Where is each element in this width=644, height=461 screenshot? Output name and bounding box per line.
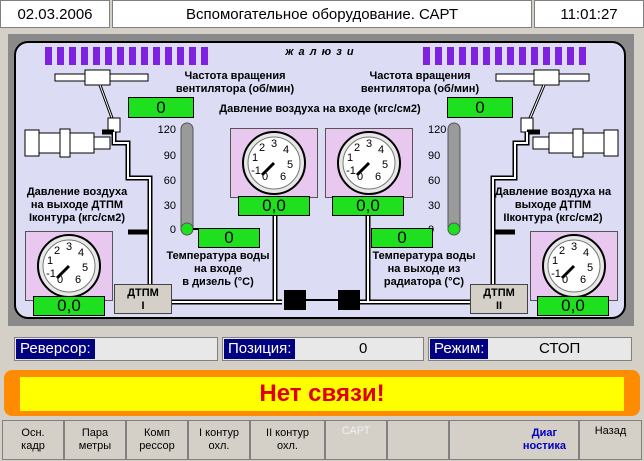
reverser-field: Реверсор: bbox=[14, 337, 218, 361]
gauge-tick: 6 bbox=[375, 171, 381, 183]
water-out-value: 0 bbox=[371, 228, 433, 248]
parameters-button[interactable]: Пара метры bbox=[64, 420, 126, 460]
needle-icon bbox=[560, 264, 576, 280]
thermo-tick: 60 bbox=[428, 175, 440, 187]
thermometer-left-icon bbox=[180, 122, 200, 236]
gauge-tick: 3 bbox=[366, 138, 372, 150]
gauge-tick: 6 bbox=[280, 171, 286, 183]
gauge-tick: 3 bbox=[271, 138, 277, 150]
air-out-label-right: Давление воздуха на выходе ДТПМ IIконтур… bbox=[494, 186, 612, 224]
main-frame-button[interactable]: Осн. кадр bbox=[2, 420, 64, 460]
dtpm-right-label: ДТПМ II bbox=[470, 284, 528, 314]
thermo-tick: 90 bbox=[428, 150, 440, 162]
air-out-label-left: Давление воздуха на выходе ДТПМ Iконтура… bbox=[26, 186, 128, 224]
gauge-tick: 4 bbox=[78, 247, 84, 259]
blower-right-icon bbox=[532, 128, 619, 158]
blinds-right-icon bbox=[423, 47, 586, 65]
compressor-button[interactable]: Комп рессор bbox=[126, 420, 188, 460]
cooling-circuit-1-button[interactable]: I контур охл. bbox=[188, 420, 250, 460]
thermo-tick: 120 bbox=[428, 124, 446, 136]
pump-right-icon bbox=[338, 290, 360, 310]
blower-left-icon bbox=[24, 128, 111, 158]
needle-icon bbox=[55, 264, 71, 280]
fan-left-icon bbox=[54, 69, 149, 119]
time-field: 11:01:27 bbox=[534, 0, 644, 28]
gauge-tick: 0 bbox=[357, 171, 363, 183]
gauge-tick: 0 bbox=[262, 171, 268, 183]
water-in-label: Температура воды на входе в дизель (°С) bbox=[166, 250, 270, 288]
gauge-tick: 5 bbox=[587, 262, 593, 274]
window-title: Вспомогательное оборудование. САРТ bbox=[112, 0, 532, 28]
gauge-tick: 1 bbox=[47, 255, 53, 267]
thermo-tick: 90 bbox=[164, 150, 176, 162]
gauge-tick: 6 bbox=[580, 274, 586, 286]
pump-left-icon bbox=[284, 290, 306, 310]
position-field: Позиция: 0 bbox=[222, 337, 424, 361]
gauge-tick: 5 bbox=[382, 159, 388, 171]
water-out-label: Температура воды на выходе из радиатора … bbox=[372, 250, 476, 288]
alarm-text: Нет связи! bbox=[20, 377, 624, 411]
thermo-tick: 120 bbox=[158, 124, 176, 136]
mode-field: Режим: СТОП bbox=[428, 337, 632, 361]
air-inlet-right-value: 0,0 bbox=[332, 196, 404, 216]
diagnostics-button[interactable]: Диаг ностика bbox=[449, 420, 579, 460]
gauge-tick: 4 bbox=[283, 144, 289, 156]
gauge-tick: 4 bbox=[378, 144, 384, 156]
fan-right-icon bbox=[495, 69, 590, 119]
blinds-label: ж а л ю з и bbox=[285, 46, 355, 58]
gauge-tick: 2 bbox=[54, 245, 60, 257]
gauge-tick: -1 bbox=[551, 268, 561, 280]
dtpm-left-label: ДТПМ I bbox=[114, 284, 172, 314]
fan-speed-label-right: Частота вращения вентилятора (об/мин) bbox=[360, 70, 480, 95]
diagram-area bbox=[14, 41, 626, 319]
gauge-tick: -1 bbox=[346, 165, 356, 177]
gauge-dials: -1 0 1 2 3 4 5 6 -1 0 1 2 3 4 5 6 -1 0 1… bbox=[37, 131, 606, 298]
gauge-tick: 6 bbox=[75, 274, 81, 286]
cooling-circuit-2-button[interactable]: II контур охл. bbox=[250, 420, 325, 460]
gauge-tick: 0 bbox=[562, 274, 568, 286]
thermo-tick: 30 bbox=[428, 200, 440, 212]
gauge-tick: 1 bbox=[252, 152, 258, 164]
air-out-right-value: 0,0 bbox=[537, 296, 609, 316]
gauge-tick: 3 bbox=[571, 241, 577, 253]
gauge-tick: 5 bbox=[82, 262, 88, 274]
mode-label: Режим: bbox=[430, 339, 489, 359]
needle-icon bbox=[355, 161, 371, 177]
gauge-tick: 2 bbox=[259, 142, 265, 154]
air-inlet-left-value: 0,0 bbox=[238, 196, 310, 216]
sart-button[interactable]: САРТ bbox=[325, 420, 387, 460]
needle-icon bbox=[260, 161, 276, 177]
gauge-tick: 2 bbox=[354, 142, 360, 154]
gauge-tick: 5 bbox=[287, 159, 293, 171]
date-text: 02.03.2006 bbox=[17, 5, 93, 23]
air-inlet-label: Давление воздуха на входе (кгс/см2) bbox=[219, 103, 421, 115]
thermo-tick: 30 bbox=[164, 200, 176, 212]
thermo-tick: 0 bbox=[170, 224, 176, 236]
gauge-tick: -1 bbox=[251, 165, 261, 177]
gauge-tick: 1 bbox=[552, 255, 558, 267]
title-text: Вспомогательное оборудование. САРТ bbox=[185, 5, 459, 23]
time-text: 11:01:27 bbox=[560, 5, 618, 23]
gauge-tick: 1 bbox=[347, 152, 353, 164]
gauge-tick: 2 bbox=[559, 245, 565, 257]
gauge-tick: 3 bbox=[66, 241, 72, 253]
fan-speed-right-value: 0 bbox=[447, 97, 513, 118]
air-out-left-value: 0,0 bbox=[33, 296, 105, 316]
position-label: Позиция: bbox=[224, 339, 296, 359]
position-value: 0 bbox=[359, 340, 368, 357]
gauge-tick: 4 bbox=[583, 247, 589, 259]
blinds-left-icon bbox=[45, 47, 208, 65]
fan-speed-left-value: 0 bbox=[128, 97, 194, 118]
reverser-label: Реверсор: bbox=[16, 339, 95, 359]
date-field: 02.03.2006 bbox=[0, 0, 110, 28]
gauge-tick: -1 bbox=[46, 268, 56, 280]
gauge-tick: 0 bbox=[57, 274, 63, 286]
empty-button[interactable] bbox=[387, 420, 449, 460]
mode-value: СТОП bbox=[539, 340, 581, 357]
thermo-tick: 60 bbox=[164, 175, 176, 187]
fan-speed-label-left: Частота вращения вентилятора (об/мин) bbox=[175, 70, 295, 95]
thermometer-right-icon bbox=[447, 122, 461, 236]
back-button[interactable]: Назад bbox=[579, 420, 642, 460]
water-in-value: 0 bbox=[198, 228, 260, 248]
